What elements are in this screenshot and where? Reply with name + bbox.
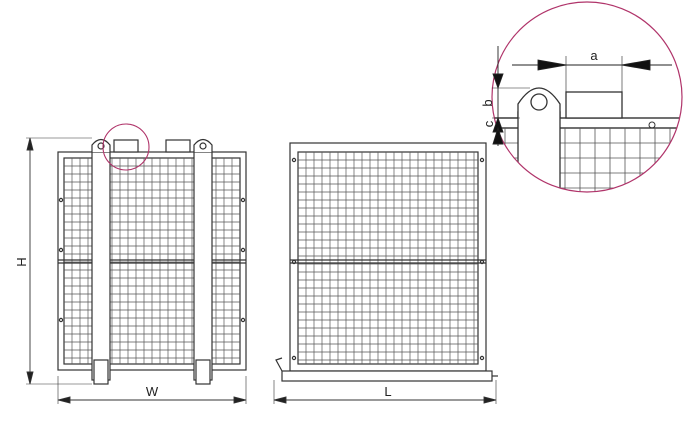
front-view [57, 138, 247, 385]
front-left-post [91, 151, 111, 381]
side-base-lip [275, 357, 283, 372]
side-base-skid [281, 370, 493, 382]
side-mesh-grid [298, 152, 478, 364]
width-label: W [146, 384, 159, 399]
side-inner-frame [297, 151, 479, 365]
front-outer-frame [57, 151, 247, 371]
side-view [275, 142, 498, 382]
detail-lug-hole [530, 93, 548, 111]
detail-a-label: a [590, 48, 598, 63]
detail-top-cap [565, 91, 623, 119]
detail-marker-circle [102, 123, 150, 171]
height-label: H [14, 257, 29, 266]
length-dimension [273, 380, 497, 404]
height-dimension [26, 137, 92, 385]
detail-c-label: c [481, 120, 496, 127]
front-right-post [193, 151, 213, 381]
front-top-cap-right [165, 139, 191, 153]
detail-b-label: b [480, 99, 495, 106]
detail-frame-circle [491, 1, 683, 193]
front-mesh-grid [64, 158, 240, 364]
detail-view: a b c [480, 1, 683, 193]
detail-b-dimension [492, 46, 530, 146]
front-left-lug [91, 138, 111, 152]
front-right-lug [193, 138, 213, 152]
side-outer-frame [289, 142, 487, 372]
detail-a-dimension [512, 56, 672, 92]
width-dimension [57, 376, 247, 404]
front-right-foot [195, 359, 211, 385]
front-left-foot [93, 359, 109, 385]
length-label: L [384, 384, 391, 399]
front-top-cap-left [113, 139, 139, 153]
detail-post [517, 111, 561, 192]
